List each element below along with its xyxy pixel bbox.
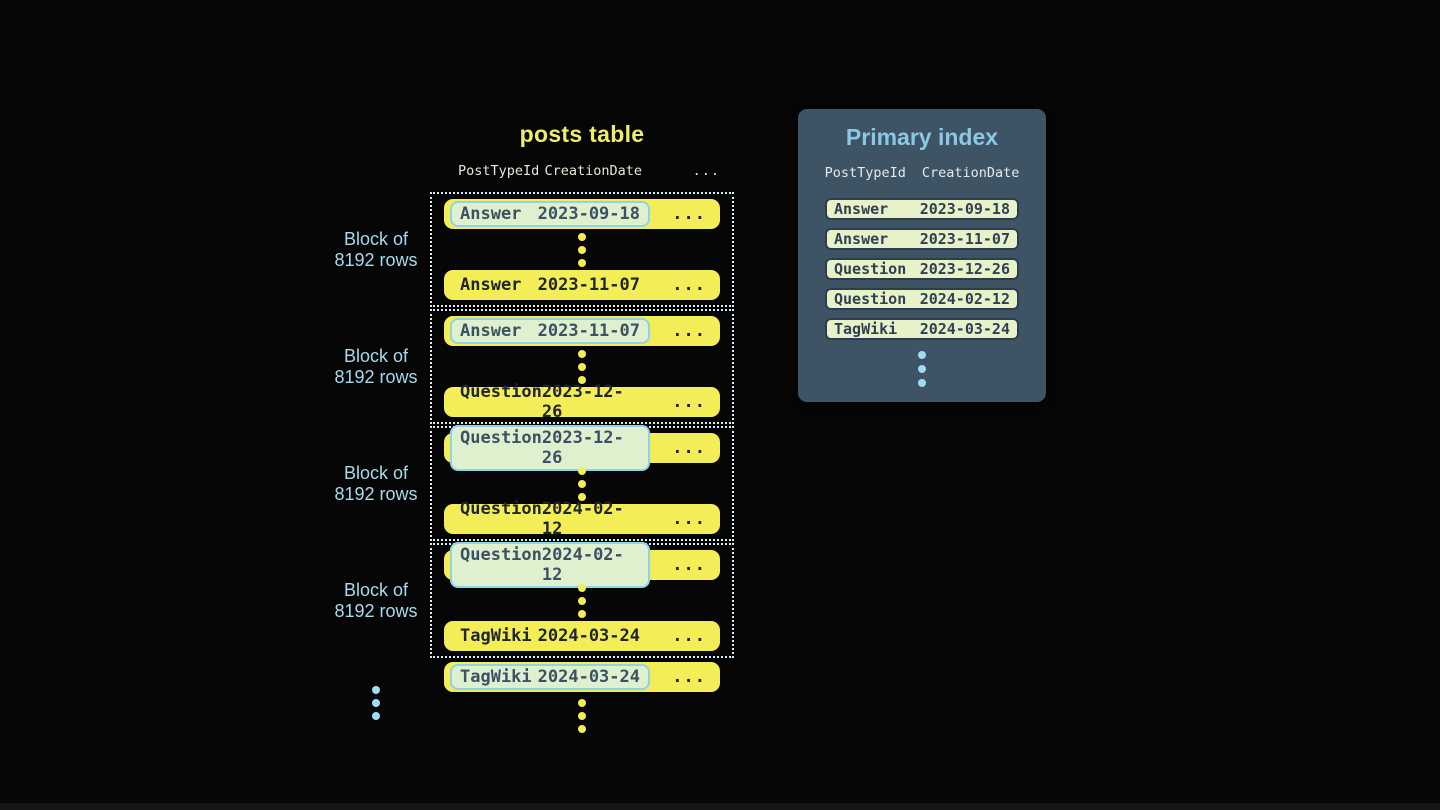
table-row: Answer 2023-11-07 ... (444, 316, 720, 346)
creation-date: 2024-03-24 (537, 667, 640, 687)
row-key: Question 2023-12-26 (450, 379, 650, 425)
post-type: Answer (834, 230, 889, 248)
row-ellipsis: ... (672, 392, 706, 412)
index-row: Question 2024-02-12 (825, 288, 1019, 310)
row-ellipsis: ... (672, 321, 706, 341)
post-type: TagWiki (834, 320, 898, 338)
row-ellipsis: ... (672, 438, 706, 458)
creation-date: 2024-02-12 (919, 290, 1010, 308)
column-header-creationdate: CreationDate (544, 163, 642, 179)
row-key: Question 2024-02-12 (450, 496, 650, 542)
creation-date: 2023-12-26 (541, 382, 624, 422)
table-row: Answer 2023-09-18 ... (444, 199, 720, 229)
post-type: TagWiki (460, 626, 532, 646)
post-type: Question (460, 428, 542, 448)
more-blocks-ellipsis-dots (372, 686, 380, 720)
creation-date: 2023-11-07 (919, 230, 1010, 248)
post-type: Question (460, 499, 542, 519)
column-header-creationdate: CreationDate (921, 165, 1020, 181)
post-type: Question (460, 545, 542, 565)
row-ellipsis: ... (672, 275, 706, 295)
more-index-entries-ellipsis-dots (918, 351, 926, 387)
row-block-3: Question 2023-12-26 ... Question 2024-02… (430, 425, 734, 541)
post-type: Answer (460, 275, 522, 295)
row-key: TagWiki 2024-03-24 (450, 623, 650, 649)
index-row: Answer 2023-09-18 (825, 198, 1019, 220)
table-row: Answer 2023-11-07 ... (444, 270, 720, 300)
column-header-more: ... (692, 163, 720, 179)
creation-date: 2023-11-07 (537, 321, 640, 341)
posts-table-column-headers: PostTypeId CreationDate ... (430, 163, 734, 179)
rows-ellipsis-dots (578, 349, 586, 384)
table-row-overflow: TagWiki 2024-03-24 ... (444, 662, 720, 692)
rows-ellipsis-dots (578, 583, 586, 618)
column-header-posttypeid: PostTypeId (458, 163, 540, 179)
table-row: Question 2023-12-26 ... (444, 425, 720, 471)
creation-date: 2023-09-18 (537, 204, 640, 224)
post-type: Question (460, 382, 542, 402)
creation-date: 2024-02-12 (541, 545, 624, 585)
posts-table-title: posts table (519, 121, 645, 147)
row-ellipsis: ... (672, 667, 706, 687)
primary-index-column-headers: PostTypeId CreationDate (798, 165, 1046, 181)
post-type: TagWiki (460, 667, 532, 687)
creation-date: 2024-03-24 (919, 320, 1010, 338)
row-ellipsis: ... (672, 555, 706, 575)
block-label-4: Block of 8192 rows (334, 579, 418, 621)
post-type: Question (834, 260, 907, 278)
rows-ellipsis-dots (578, 232, 586, 267)
post-type: Answer (460, 204, 522, 224)
creation-date: 2024-02-12 (541, 499, 624, 539)
row-ellipsis: ... (672, 626, 706, 646)
creation-date: 2023-12-26 (541, 428, 624, 468)
block-label-2: Block of 8192 rows (334, 345, 418, 387)
table-row: Question 2024-02-12 ... (444, 542, 720, 588)
post-type: Answer (460, 321, 522, 341)
post-type: Question (834, 290, 907, 308)
primary-index-title: Primary index (845, 124, 999, 150)
primary-index-rows: Answer 2023-09-18 Answer 2023-11-07 Ques… (798, 198, 1046, 340)
row-ellipsis: ... (672, 509, 706, 529)
row-key-highlight: Answer 2023-09-18 (450, 201, 650, 227)
row-key-highlight: Answer 2023-11-07 (450, 318, 650, 344)
bottom-edge-strip (0, 803, 1440, 810)
post-type: Answer (834, 200, 889, 218)
row-ellipsis: ... (672, 204, 706, 224)
creation-date: 2023-12-26 (919, 260, 1010, 278)
row-key-highlight: Question 2024-02-12 (450, 542, 650, 588)
index-row: TagWiki 2024-03-24 (825, 318, 1019, 340)
row-block-2: Answer 2023-11-07 ... Question 2023-12-2… (430, 309, 734, 424)
creation-date: 2023-09-18 (919, 200, 1010, 218)
creation-date: 2024-03-24 (537, 626, 640, 646)
row-key: Answer 2023-11-07 (450, 272, 650, 298)
creation-date: 2023-11-07 (537, 275, 640, 295)
column-header-posttypeid: PostTypeId (824, 165, 906, 181)
table-row: TagWiki 2024-03-24 ... (444, 621, 720, 651)
index-row: Question 2023-12-26 (825, 258, 1019, 280)
block-label-3: Block of 8192 rows (334, 462, 418, 504)
posts-table: Answer 2023-09-18 ... Answer 2023-11-07 … (430, 192, 734, 733)
row-block-1: Answer 2023-09-18 ... Answer 2023-11-07 … (430, 192, 734, 307)
rows-ellipsis-dots (578, 466, 586, 501)
table-row: Question 2024-02-12 ... (444, 499, 720, 539)
index-row: Answer 2023-11-07 (825, 228, 1019, 250)
row-key-highlight: Question 2023-12-26 (450, 425, 650, 471)
primary-index-panel: Primary index PostTypeId CreationDate An… (798, 109, 1046, 402)
row-block-4: Question 2024-02-12 ... TagWiki 2024-03-… (430, 542, 734, 658)
more-rows-ellipsis-dots (578, 699, 586, 733)
row-key-highlight: TagWiki 2024-03-24 (450, 664, 650, 690)
table-row: Question 2023-12-26 ... (444, 382, 720, 422)
block-label-1: Block of 8192 rows (334, 228, 418, 270)
